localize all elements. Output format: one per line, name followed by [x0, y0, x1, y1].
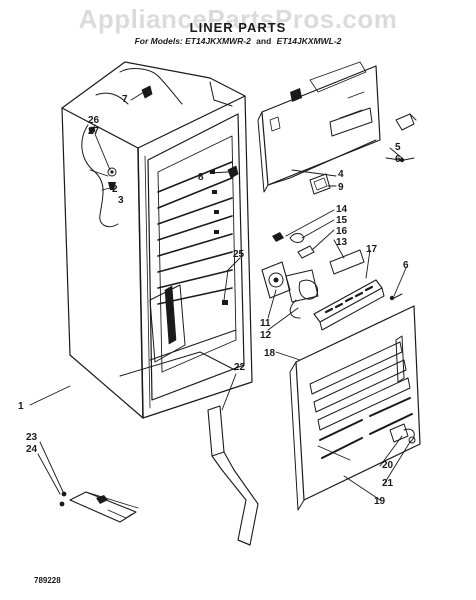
callout-22: 22 [234, 362, 246, 373]
callout-24: 24 [26, 444, 38, 455]
cabinet-liner [61, 61, 253, 419]
model-number-a: ET14JKXMWR-2 [185, 36, 251, 46]
callout-1: 1 [18, 401, 24, 412]
callout-17: 17 [366, 244, 378, 255]
callout-labels: 7 26 27 2 3 8 25 5 6 4 9 14 15 16 13 17 … [18, 94, 409, 507]
callout-5: 5 [395, 142, 401, 153]
callout-6-top: 6 [395, 154, 401, 165]
callout-12: 12 [260, 330, 272, 341]
fan-motor-assembly [261, 249, 385, 331]
callout-15: 15 [336, 215, 348, 226]
callout-7: 7 [122, 94, 128, 105]
callout-8: 8 [198, 172, 204, 183]
drain-tube [207, 405, 259, 546]
callout-4: 4 [338, 169, 344, 180]
callout-6-mid: 6 [403, 260, 409, 271]
watermark: AppliancePartsPros.com [78, 4, 398, 34]
grille-panel [289, 305, 421, 511]
callout-2: 2 [112, 184, 118, 195]
callout-11: 11 [260, 318, 271, 329]
subtitle-prefix: For Models: [134, 36, 183, 46]
callout-14: 14 [336, 204, 348, 215]
model-number-b: ET14JKXMWL-2 [276, 36, 342, 46]
catalog-number: 789228 [34, 576, 61, 585]
air-duct-cover [257, 61, 381, 195]
callout-3: 3 [118, 195, 124, 206]
leader-lines [29, 91, 411, 501]
callout-13: 13 [336, 237, 348, 248]
subtitle-joiner: and [256, 36, 272, 46]
hardware-screws [272, 113, 417, 301]
callout-25: 25 [233, 249, 245, 260]
callout-16: 16 [336, 226, 348, 237]
callout-19: 19 [374, 496, 386, 507]
callout-18: 18 [264, 348, 276, 359]
callout-21: 21 [382, 478, 394, 489]
bottom-rail [59, 491, 139, 523]
diagram-title: LINER PARTS [189, 20, 287, 35]
callout-27: 27 [88, 126, 100, 137]
callout-23: 23 [26, 432, 38, 443]
callout-26: 26 [88, 115, 100, 126]
callout-20: 20 [382, 460, 394, 471]
diagram-subtitle: For Models: ET14JKXMWR-2 and ET14JKXMWL-… [0, 36, 476, 46]
callout-9: 9 [338, 182, 344, 193]
